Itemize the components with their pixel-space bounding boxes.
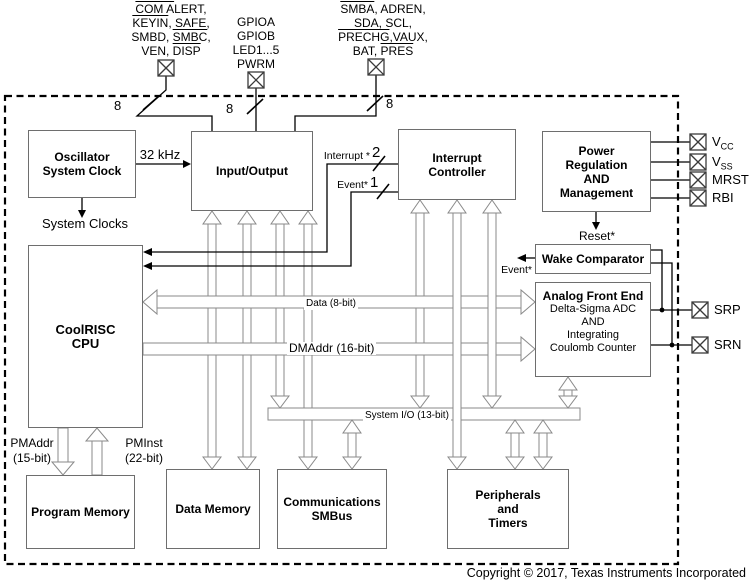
slash-left-8 — [142, 95, 160, 111]
slash-interrupt-2 — [372, 155, 386, 172]
pin-name-line: KEYIN, SAFE, — [132, 16, 210, 30]
clock-32khz-label: 32 kHz — [139, 147, 181, 162]
bus-width-8-mid: 8 — [226, 101, 234, 116]
bus-width-8-left: 8 — [114, 98, 122, 113]
io-to-communications-bus — [298, 210, 318, 470]
wake-srn-wire — [651, 262, 673, 345]
event-wire — [147, 191, 398, 267]
pin-name-line: COM ALERT, — [135, 2, 207, 16]
interruptctl-to-systemio-bus-2 — [482, 199, 502, 409]
pin-label-rbi: RBI — [712, 190, 734, 205]
pin-srp-icon — [691, 301, 709, 319]
bus-width-8-right: 8 — [386, 96, 394, 111]
pin-name-line: SMBD, SMBC, — [131, 30, 211, 44]
pin-name-line: SMBA, ADREN, — [340, 2, 426, 16]
arrow-event — [143, 262, 152, 270]
pin-smba-group-icon — [367, 58, 385, 76]
pminst-label: PMInst (22-bit) — [124, 436, 163, 465]
pmaddr-bus — [50, 427, 76, 476]
block-program-memory: Program Memory — [26, 475, 135, 549]
pin-name-line: VEN, DISP — [141, 44, 201, 58]
pin-symbols — [157, 58, 709, 354]
systemio-to-communications-bus — [342, 419, 362, 470]
io-to-datamemory-bus-2 — [237, 210, 257, 470]
block-coolrisc-cpu: CoolRISC CPU — [28, 245, 143, 428]
afe-to-systemio-bus — [558, 376, 578, 409]
pin-name-line: PWRM — [237, 57, 275, 71]
systemio-to-peripherals-bus-2 — [533, 419, 553, 470]
interrupt-width-label: 2 — [372, 144, 381, 161]
pin-names-top-right: SMBA, ADREN, SDA, SCL, PRECHG,VAUX, BAT,… — [316, 2, 450, 58]
slash-mid-8 — [246, 98, 264, 115]
pin-label-vss: VSS — [712, 154, 733, 172]
arrow-interrupt — [143, 248, 152, 256]
pin-gpio-group-icon — [247, 71, 265, 89]
slash-right-8 — [366, 95, 384, 112]
block-peripherals-timers: Peripherals and Timers — [447, 469, 569, 549]
signal-wires — [81, 75, 692, 346]
pin-name-line: BAT, PRES — [352, 44, 414, 58]
pin-label-mrst: MRST — [712, 172, 749, 187]
pin-com-alert-group-icon — [157, 59, 175, 77]
wake-srp-wire — [651, 249, 663, 310]
io-to-systemio-bus — [270, 210, 290, 409]
interruptctl-to-peripherals-bus — [447, 199, 467, 470]
block-analog-front-end: Analog Front End Delta-Sigma ADC AND Int… — [535, 282, 651, 377]
block-data-memory: Data Memory — [166, 469, 260, 549]
block-interrupt-controller: Interrupt Controller — [398, 129, 516, 200]
dmaddr-bus-label: DMAddr (16-bit) — [287, 341, 377, 355]
pin-names-top-mid: GPIOA GPIOB LED1...5 PWRM — [214, 15, 298, 71]
afe-body: Delta-Sigma ADC AND Integrating Coulomb … — [549, 303, 637, 354]
copyright-notice: Copyright © 2017, Texas Instruments Inco… — [466, 566, 746, 580]
arrow-32khz — [183, 160, 191, 168]
arrow-reset — [592, 222, 600, 230]
slash-event-1 — [376, 183, 390, 200]
pin-name-line: GPIOA — [236, 15, 275, 29]
pin-wire-right — [294, 75, 377, 131]
arrow-system-clocks — [78, 210, 86, 218]
pin-wire-left — [135, 76, 213, 131]
block-power-regulation: Power Regulation AND Management — [542, 131, 651, 212]
pin-label-srp: SRP — [714, 302, 741, 317]
arrow-wake-event — [517, 254, 526, 262]
pin-name-line: PRECHG,VAUX, — [338, 30, 428, 44]
arrowheads — [78, 160, 675, 348]
block-input-output: Input/Output — [191, 131, 313, 211]
pin-label-srn: SRN — [714, 337, 742, 352]
pin-vcc-icon — [689, 133, 707, 151]
bus-width-slashes — [142, 95, 390, 200]
block-communications-smbus: Communications SMBus — [277, 469, 387, 549]
pminst-bus — [84, 427, 110, 476]
interrupt-wire — [147, 163, 398, 253]
pin-name-line: SDA, SCL, — [353, 16, 413, 30]
junction-dot-srp — [659, 307, 665, 313]
pin-names-top-left: COM ALERT, KEYIN, SAFE, SMBD, SMBC, VEN,… — [96, 2, 246, 58]
pin-rbi-icon — [689, 189, 707, 207]
afe-title: Analog Front End — [542, 289, 644, 303]
pmaddr-label: PMAddr (15-bit) — [10, 436, 54, 465]
pin-label-vcc: VCC — [712, 134, 734, 152]
block-oscillator: Oscillator System Clock — [28, 130, 136, 198]
chip-boundary — [3, 94, 680, 566]
junction-dot-srn — [669, 342, 675, 348]
system-io-bus-label: System I/O (13-bit) — [363, 409, 451, 422]
data-bus-label: Data (8-bit) — [304, 297, 359, 310]
io-to-datamemory-bus-1 — [202, 210, 222, 470]
pin-name-line: LED1...5 — [232, 43, 280, 57]
interrupt-label: Interrupt * — [323, 150, 370, 162]
systemio-to-peripherals-bus-1 — [505, 419, 525, 470]
pin-mrst-icon — [689, 171, 707, 189]
pin-name-line: GPIOB — [236, 29, 275, 43]
wake-event-label: Event* — [501, 264, 532, 276]
block-wake-comparator: Wake Comparator — [535, 244, 651, 274]
event-label: Event* — [337, 179, 368, 191]
event-width-label: 1 — [370, 174, 379, 191]
reset-label: Reset* — [578, 229, 616, 243]
pin-vss-icon — [689, 153, 707, 171]
system-clocks-label: System Clocks — [42, 216, 128, 231]
pin-srn-icon — [691, 336, 709, 354]
